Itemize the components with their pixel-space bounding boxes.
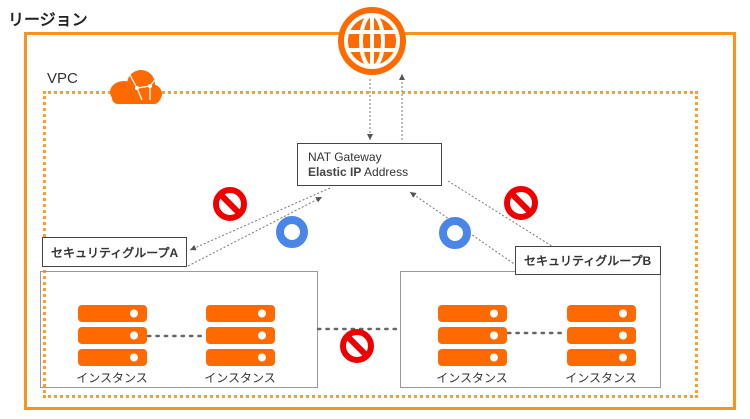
prohibited-icon [340,329,374,363]
server-led [130,331,138,340]
allowed-ring-icon [439,217,471,249]
server-led [619,309,627,318]
instance-label: インスタンス [565,371,637,385]
instance-label: インスタンス [204,371,276,385]
globe-icon [338,7,406,75]
nat-gateway-eip-bold: Elastic IP [308,165,362,179]
server-unit [206,305,275,322]
server-led [258,353,266,362]
server-unit [438,349,507,366]
server-led [258,331,266,340]
connector-nat-to-sg-a [189,187,331,251]
server-instance-icon [78,305,147,366]
region-title: リージョン [8,12,88,29]
server-led [490,353,498,362]
server-unit [567,327,636,344]
server-unit [438,327,507,344]
instance-label: インスタンス [76,371,148,385]
server-unit [78,305,147,322]
vpc-label: VPC [47,70,78,87]
prohibited-icon [213,187,247,221]
cloud-network-icon [110,70,162,104]
server-led [130,353,138,362]
prohibited-icon [504,186,538,220]
allowed-ring-icon [276,216,308,248]
nat-gateway-title: NAT Gateway [308,150,382,164]
server-led [619,331,627,340]
instance-label: インスタンス [436,371,508,385]
server-unit [438,305,507,322]
server-instance-icon [206,305,275,366]
nat-gateway-eip-rest: Address [361,165,409,179]
server-instance-icon [567,305,636,366]
nat-gateway-eip: Elastic IP Address [308,165,441,180]
server-unit [567,349,636,366]
server-unit [206,327,275,344]
server-led [258,309,266,318]
connector-sg-a-to-nat [187,196,323,267]
server-unit [78,327,147,344]
security-group-b-label: セキュリティグループB [515,246,661,275]
server-led [619,353,627,362]
server-instance-icon [438,305,507,366]
server-unit [78,349,147,366]
server-unit [206,349,275,366]
server-led [490,309,498,318]
security-group-a-label: セキュリティグループA [42,237,187,267]
server-led [490,331,498,340]
server-led [130,309,138,318]
server-unit [567,305,636,322]
nat-gateway-box: NAT Gateway Elastic IP Address [297,143,442,186]
